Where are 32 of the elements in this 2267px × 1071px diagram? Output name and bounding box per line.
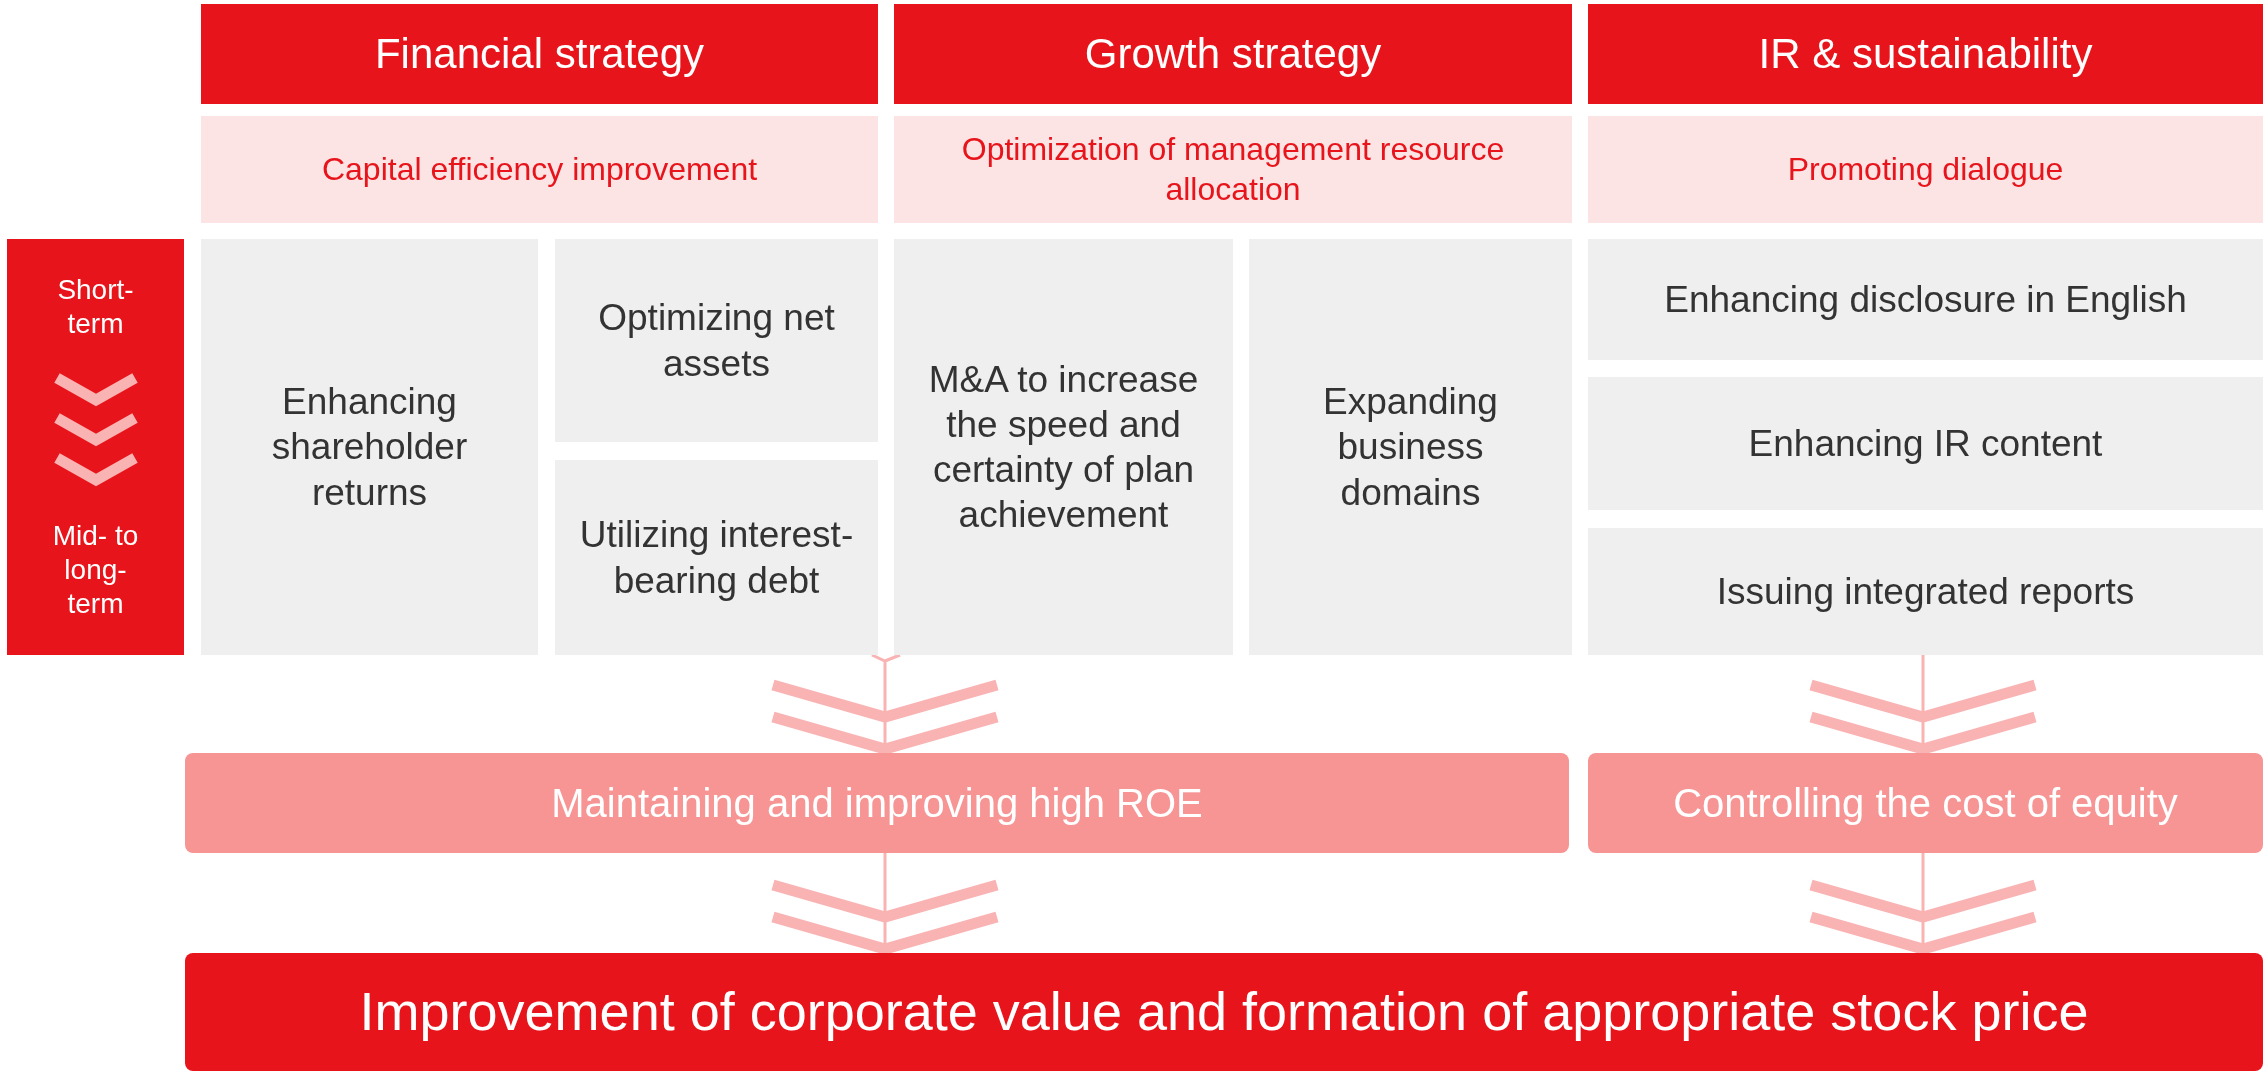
subheading-text: Promoting dialogue <box>1787 150 2064 189</box>
cell-text: Optimizing net assets <box>597 296 836 386</box>
subheading-text: Optimization of management resource allocation <box>960 130 1506 209</box>
header-text: IR & sustainability <box>1758 29 2093 80</box>
subheading-text: Capital efficiency improvement <box>321 150 758 189</box>
cell-text: Enhancing disclosure in English <box>1664 277 2187 322</box>
strategy-cell <box>1588 528 2263 655</box>
strategy-cell <box>555 460 878 655</box>
term-bar <box>7 239 184 655</box>
header-bar <box>1588 4 2263 104</box>
header-text: Growth strategy <box>1084 29 1382 80</box>
cell-text: Utilizing interest-bearing debt <box>578 513 855 603</box>
goal-band <box>185 953 2263 1071</box>
header-bar <box>894 4 1572 104</box>
goal-text: Improvement of corporate value and formation of appropriate stock price <box>359 980 2089 1044</box>
subheading-band <box>894 116 1572 223</box>
result-band <box>1588 753 2263 853</box>
header-bar <box>201 4 878 104</box>
header-text: Financial strategy <box>374 29 705 80</box>
subheading-band <box>201 116 878 223</box>
term-label: Short-term <box>56 273 135 342</box>
term-label: Mid- to long-term <box>51 518 140 621</box>
result-band <box>185 753 1569 853</box>
cell-text: Issuing integrated reports <box>1716 569 2135 614</box>
cell-text: Enhancing shareholder returns <box>270 380 469 515</box>
result-text: Controlling the cost of equity <box>1673 779 2178 827</box>
cell-text: Enhancing IR content <box>1748 421 2103 466</box>
cell-text: M&A to increase the speed and certainty of plan achievement <box>927 357 1200 538</box>
result-text: Maintaining and improving high ROE <box>551 779 1203 827</box>
strategy-cell <box>894 239 1233 655</box>
subheading-band <box>1588 116 2263 223</box>
cell-text: Expanding business domains <box>1322 380 1499 515</box>
